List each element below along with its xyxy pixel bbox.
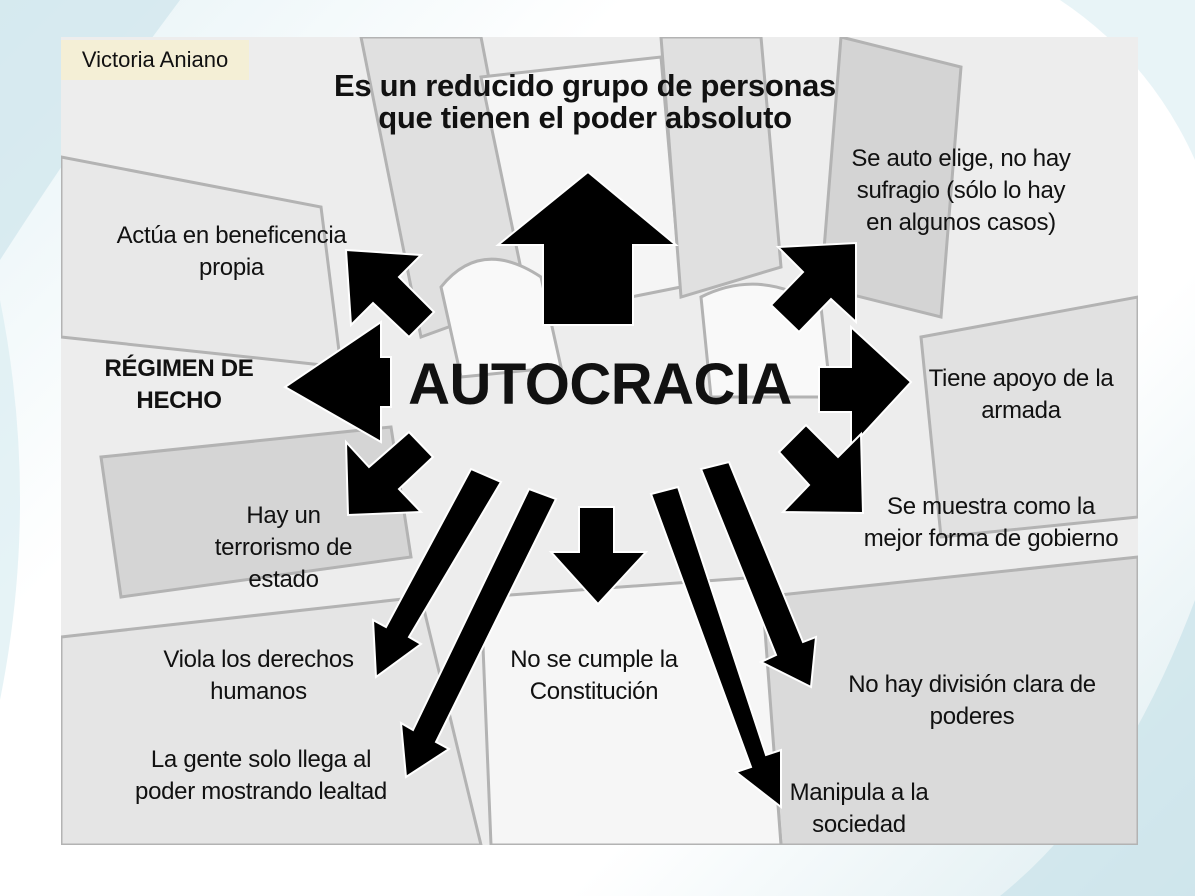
label-bottom-left: La gente solo llega al poder mostrando l… (135, 746, 387, 805)
arrow-up (495, 170, 679, 326)
label-mid-right: Se muestra como la mejor forma de gobier… (863, 493, 1119, 552)
arrow-long-bottom-left (399, 487, 558, 779)
label-bottom-center: No se cumple la Constitución (510, 646, 678, 705)
arrow-long-lower-right (699, 460, 818, 689)
arrow-left (283, 320, 392, 444)
label-top-left: Actúa en beneficencia propia (116, 222, 347, 281)
arrow-right (818, 324, 913, 450)
label-bottom-right: Manipula a la sociedad (789, 779, 929, 838)
arrow-up-left (344, 248, 436, 339)
label-top-definition: Es un reducido grupo de personas que tie… (334, 68, 836, 135)
arrow-down-right (777, 423, 865, 515)
author-label: Victoria Aniano (61, 40, 249, 80)
label-lower-left: Viola los derechos humanos (163, 646, 354, 705)
label-mid-left: Hay un terrorismo de estado (214, 502, 353, 593)
arrow-long-lower-left (371, 467, 503, 679)
label-regimen-de-hecho: RÉGIMEN DE HECHO (104, 355, 254, 414)
arrow-down-left (344, 430, 435, 517)
center-node-autocracia: AUTOCRACIA (408, 352, 792, 417)
arrow-down-center (548, 506, 649, 606)
slide-panel: Actúa en beneficencia propia Se auto eli… (61, 37, 1138, 845)
arrow-up-right (769, 241, 857, 334)
label-top-right: Se auto elige, no hay sufragio (sólo lo … (851, 145, 1071, 236)
label-right: Tiene apoyo de la armada (928, 365, 1114, 424)
arrow-long-bottom-right (649, 485, 782, 810)
label-lower-right: No hay división clara de poderes (848, 671, 1096, 730)
arrows-layer (283, 170, 913, 810)
